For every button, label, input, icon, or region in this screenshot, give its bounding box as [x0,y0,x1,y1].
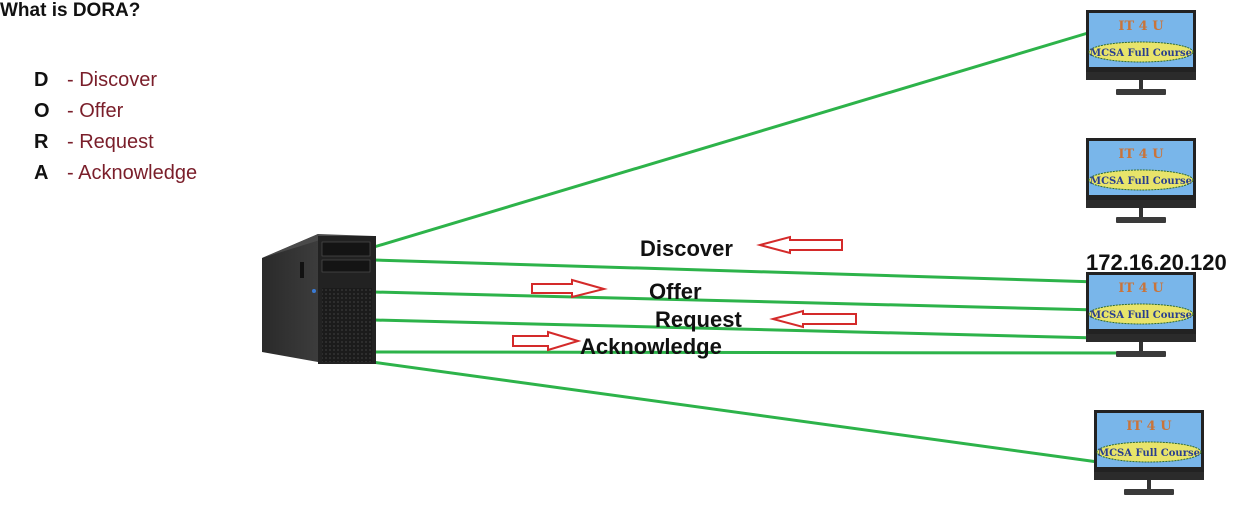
monitor-stand [1124,489,1174,495]
dora-desc: - Request [67,131,154,153]
client-monitor: IT 4 U MCSA Full Course [1086,138,1196,223]
side-vent [300,262,304,278]
page-title: What is DORA? [0,0,141,21]
screen-banner-text: MCSA Full Course [1090,310,1192,321]
dora-item-offer: O - Offer [34,97,123,125]
screen-banner [1096,441,1202,463]
server-tower [262,234,376,364]
dora-desc: - Discover [67,69,158,91]
link-client-4 [371,360,1099,464]
link-request [373,318,1099,340]
arrow-left-icon [756,235,843,255]
network-links [371,28,1123,464]
screen-banner-text: MCSA Full Course [1098,448,1200,459]
client-monitor: IT 4 U MCSA Full Course [1086,10,1196,95]
client-monitor: IT 4 U MCSA Full Course [1094,410,1204,495]
monitor-chin [1086,200,1196,208]
dora-item-request: R - Request [34,128,154,156]
client-monitors: IT 4 U MCSA Full Course IT 4 U MCSA Full Co… [1086,10,1204,495]
client-ip-address: 172.16.20.120 [1086,250,1227,275]
link-client-1 [373,28,1099,249]
message-label-offer: Offer [649,279,702,304]
screen-title: IT 4 U [1118,19,1164,34]
monitor-neck [1139,342,1143,351]
screen-title: IT 4 U [1118,147,1164,162]
message-arrows [512,235,857,352]
screen-banner [1088,303,1194,325]
monitor-neck [1139,208,1143,217]
drive-bay-1 [321,241,371,257]
link-acknowledge [373,350,1123,355]
arrow-right-icon [512,330,582,352]
screen-title: IT 4 U [1126,419,1172,434]
message-label-discover: Discover [640,236,733,261]
link-discover [373,258,1099,284]
client-monitor: IT 4 U MCSA Full Course [1086,272,1196,357]
dora-letter: O [34,100,50,122]
dora-letter: A [34,162,49,184]
drive-bay-2 [321,259,371,273]
dora-letter: R [34,131,49,153]
screen-title: IT 4 U [1118,281,1164,296]
monitor-neck [1139,80,1143,89]
dora-desc: - Acknowledge [67,162,198,184]
dora-desc: - Offer [67,100,124,122]
monitor-stand [1116,217,1166,223]
power-led [312,289,316,293]
monitor-neck [1147,480,1151,489]
monitor-stand [1116,351,1166,357]
monitor-chin [1086,334,1196,342]
tower-side [262,234,318,362]
arrow-right-icon [531,278,608,299]
link-offer [373,290,1099,312]
monitor-chin [1086,72,1196,80]
dora-item-acknowledge: A - Acknowledge [34,159,197,187]
front-mesh [322,288,372,362]
monitor-chin [1094,472,1204,480]
screen-banner [1088,169,1194,191]
dora-item-discover: D - Discover [34,66,157,94]
monitor-stand [1116,89,1166,95]
message-label-request: Request [655,307,742,332]
screen-banner [1088,41,1194,63]
dora-letter: D [34,69,49,91]
message-label-acknowledge: Acknowledge [580,334,722,359]
screen-banner-text: MCSA Full Course [1090,48,1192,59]
screen-banner-text: MCSA Full Course [1090,176,1192,187]
arrow-left-icon [769,309,857,329]
